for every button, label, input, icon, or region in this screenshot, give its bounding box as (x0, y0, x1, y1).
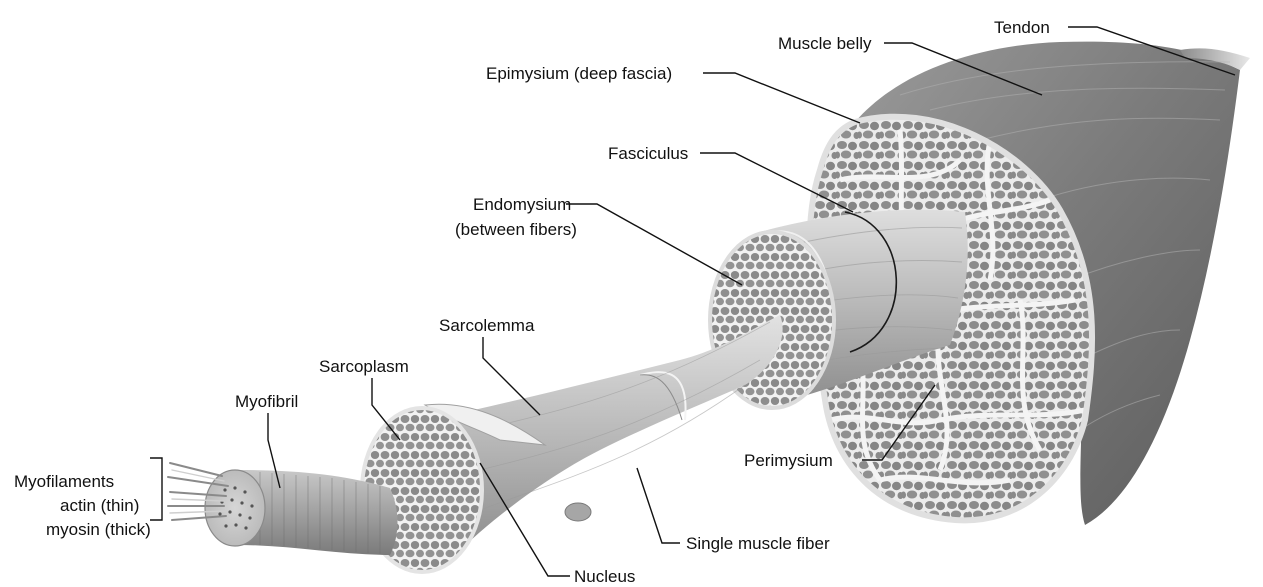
single-muscle-fiber-leader (637, 468, 680, 543)
myofibril-end-face (205, 470, 265, 546)
endomysium-leader (566, 204, 742, 285)
single-muscle-fiber-label: Single muscle fiber (686, 534, 830, 553)
endomysium-label: Endomysium (473, 195, 571, 214)
myofibril-label: Myofibril (235, 392, 298, 411)
tendon-label: Tendon (994, 18, 1050, 37)
nucleus-label: Nucleus (574, 567, 635, 586)
myofilaments-label: Myofilaments (14, 472, 114, 491)
muscle-belly-label: Muscle belly (778, 34, 872, 53)
myofilaments-bracket (150, 458, 162, 520)
nucleus-shape (565, 503, 591, 521)
myosin-label: myosin (thick) (46, 520, 151, 539)
endomysium-sublabel: (between fibers) (455, 220, 577, 239)
epimysium-leader (703, 73, 860, 123)
fasciculus-label: Fasciculus (608, 144, 688, 163)
actin-label: actin (thin) (60, 496, 139, 515)
sarcoplasm-label: Sarcoplasm (319, 357, 409, 376)
epimysium-label: Epimysium (deep fascia) (486, 64, 672, 83)
sarcolemma-label: Sarcolemma (439, 316, 535, 335)
perimysium-label: Perimysium (744, 451, 833, 470)
